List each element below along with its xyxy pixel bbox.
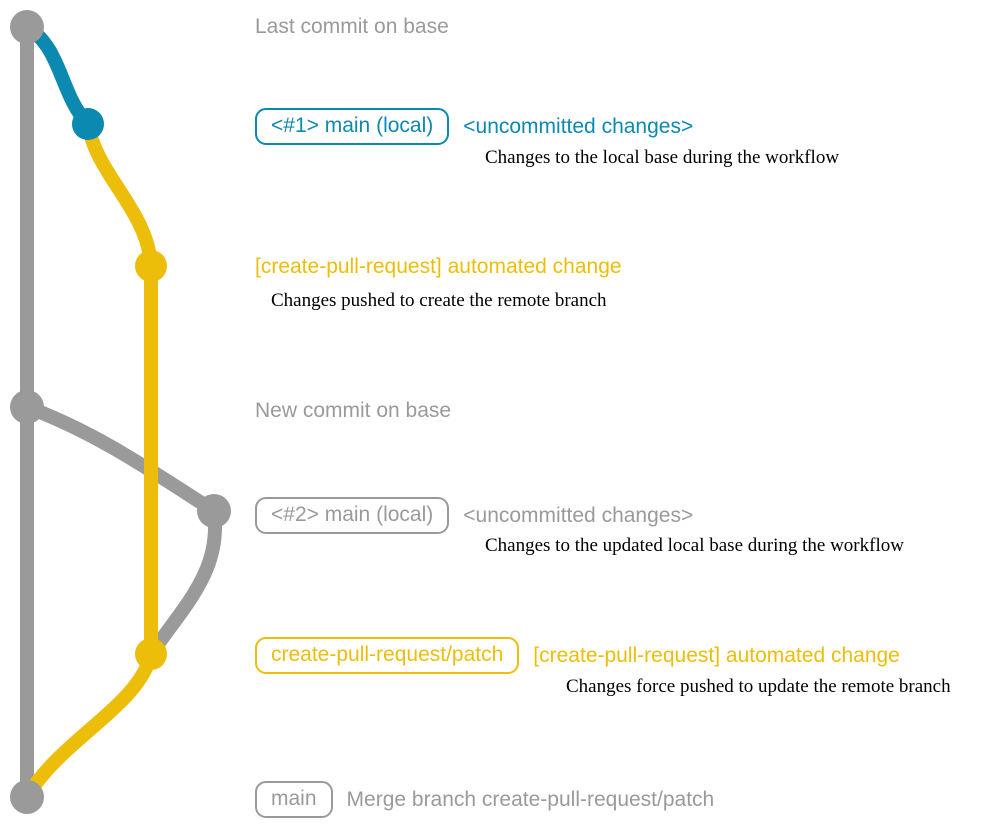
commit-subject-last-commit-on-base: Last commit on base [255, 15, 449, 38]
commit-subject-merge: Merge branch create-pull-request/patch [346, 788, 715, 811]
edge-local1-to-remote1 [81, 117, 158, 273]
commit-node-base-head[interactable] [10, 10, 44, 44]
commit-description-remote-change-2: Changes force pushed to update the remot… [566, 676, 951, 697]
commit-node-remote-commit-2[interactable] [135, 638, 167, 670]
edge-remote2-to-merge [20, 647, 158, 804]
commit-subject-remote-change-2: [create-pull-request] automated change [533, 644, 900, 667]
commit-description-local-change-2: Changes to the updated local base during… [485, 535, 904, 556]
commit-subject-local-change-1: <uncommitted changes> [463, 115, 694, 138]
commit-node-base-new-commit[interactable] [10, 390, 44, 424]
commit-subject-local-change-2: <uncommitted changes> [463, 504, 694, 527]
branch-badge-main-local-2[interactable]: <#2> main (local) [255, 497, 450, 534]
branch-badge-main-local-1[interactable]: <#1> main (local) [255, 108, 450, 145]
edge-local2-to-remote2 [144, 504, 223, 661]
commit-row-merge: main Merge branch create-pull-request/pa… [255, 781, 714, 818]
commit-node-remote-commit-1[interactable] [135, 250, 167, 282]
branch-badge-main[interactable]: main [255, 781, 333, 818]
commit-row-local-change-1: <#1> main (local) <uncommitted changes> [255, 108, 693, 145]
edge-base-to-local2 [20, 400, 221, 518]
branch-badge-create-pull-request-patch[interactable]: create-pull-request/patch [255, 637, 520, 674]
commit-subject-remote-change-1: [create-pull-request] automated change [255, 255, 622, 278]
commit-row-local-change-2: <#2> main (local) <uncommitted changes> [255, 497, 693, 534]
commit-subject-new-commit-on-base: New commit on base [255, 399, 452, 422]
commit-node-local-commit-2[interactable] [197, 494, 231, 528]
commit-node-local-commit-1[interactable] [72, 108, 104, 140]
commit-node-merge-commit[interactable] [10, 780, 44, 814]
commit-description-remote-change-1: Changes pushed to create the remote bran… [271, 290, 607, 311]
commit-row-remote-change-2: create-pull-request/patch [create-pull-r… [255, 637, 900, 674]
commit-description-local-change-1: Changes to the local base during the wor… [485, 147, 840, 168]
